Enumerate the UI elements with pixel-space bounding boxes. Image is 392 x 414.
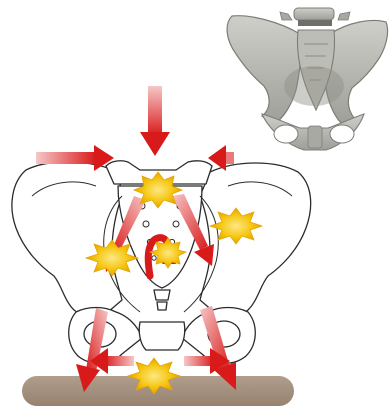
inset-left-ilium [227,16,301,124]
inset-pelvis-illustration [227,8,388,150]
vertical-load-arrow [140,86,170,156]
pubic-symphysis [139,322,185,350]
inset-lumbar-vertebra [280,8,350,26]
coccyx [154,290,170,310]
left-iliac-wing [12,162,122,317]
right-iliac-wing [200,163,311,317]
